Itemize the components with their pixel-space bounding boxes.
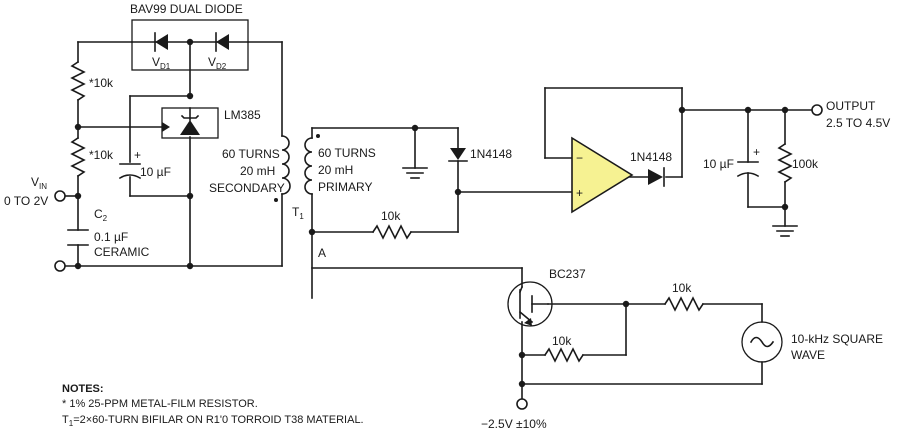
neg-supply-label: −2.5V ±10%: [481, 417, 547, 431]
diode1-label: 1N4148: [470, 147, 512, 161]
node-a-label: A: [318, 246, 326, 260]
t1-label: T1: [292, 205, 304, 221]
transistor-bc237: [311, 267, 627, 385]
vin-terminal: [54, 190, 66, 202]
c2-type: CERAMIC: [94, 245, 150, 259]
bc237-label: BC237: [549, 267, 586, 281]
cap-out-plus: +: [753, 145, 760, 159]
r-mid-label: *10k: [89, 148, 114, 162]
output-terminal: [811, 104, 823, 116]
notes-line2: T1=2×60-TURN BIFILAR ON R1'0 TORROID T38…: [62, 414, 364, 428]
opamp-plus: +: [576, 186, 583, 200]
wires-left: [65, 41, 283, 267]
resistor-10k-base: [622, 296, 763, 323]
r10k-emit-label: 10k: [552, 334, 572, 348]
cap-left-value: 10 µF: [140, 165, 171, 179]
cap-c2: [67, 229, 89, 246]
op-amp: [571, 136, 634, 214]
diode-1n4148-vertical: [448, 127, 468, 233]
lm385: [161, 107, 219, 139]
c2-label: C2: [94, 207, 108, 223]
sq-wave-line1: 10-kHz SQUARE: [791, 332, 883, 346]
sec-turns: 60 TURNS: [222, 147, 280, 161]
output-label: OUTPUT: [826, 99, 876, 113]
opamp-minus: −: [576, 151, 583, 165]
output-range: 2.5 TO 4.5V: [826, 116, 890, 130]
cap-out-value: 10 µF: [703, 157, 734, 171]
sec-name: SECONDARY: [209, 181, 285, 195]
wires-opamp: [454, 87, 813, 196]
transformer-secondary: [274, 135, 291, 202]
notes-heading: NOTES:: [62, 383, 104, 395]
resistor-r-mid: [70, 136, 86, 178]
output-stage: [736, 106, 798, 237]
diode-1n4148-horizontal: [648, 167, 665, 187]
junctions-left: [74, 92, 194, 270]
vd2-label: VD2: [208, 55, 227, 71]
pri-name: PRIMARY: [318, 180, 372, 194]
sec-ind: 20 mH: [240, 164, 275, 178]
neg-supply-terminal: [516, 398, 528, 410]
vd1-label: VD1: [152, 55, 171, 71]
resistor-10k-emitter: [518, 303, 627, 363]
resistor-10k-primary: [308, 224, 459, 240]
pri-ind: 20 mH: [318, 163, 353, 177]
cap-10uf-left: [118, 163, 142, 180]
notes-line1: * 1% 25-PPM METAL-FILM RESISTOR.: [62, 398, 258, 410]
diode2-label: 1N4148: [630, 150, 672, 164]
vin-range: 0 TO 2V: [4, 194, 48, 208]
ground-primary: [402, 124, 428, 179]
vin-label: VIN: [31, 175, 47, 191]
transformer-primary: [304, 127, 459, 299]
resistor-r-top: [70, 60, 86, 102]
r-top-label: *10k: [89, 76, 114, 90]
bav99-dual-diode: [131, 19, 249, 71]
ground-terminal: [54, 260, 66, 272]
r10k-base-label: 10k: [672, 281, 692, 295]
lm385-label: LM385: [224, 108, 261, 122]
cap-left-plus: +: [134, 148, 141, 162]
pri-turns: 60 TURNS: [318, 146, 376, 160]
bav99-label: BAV99 DUAL DIODE: [130, 2, 243, 16]
r100k-label: 100k: [792, 157, 819, 171]
r10k-pri-label: 10k: [381, 209, 401, 223]
sq-wave-line2: WAVE: [791, 348, 825, 362]
c2-value: 0.1 µF: [94, 230, 128, 244]
